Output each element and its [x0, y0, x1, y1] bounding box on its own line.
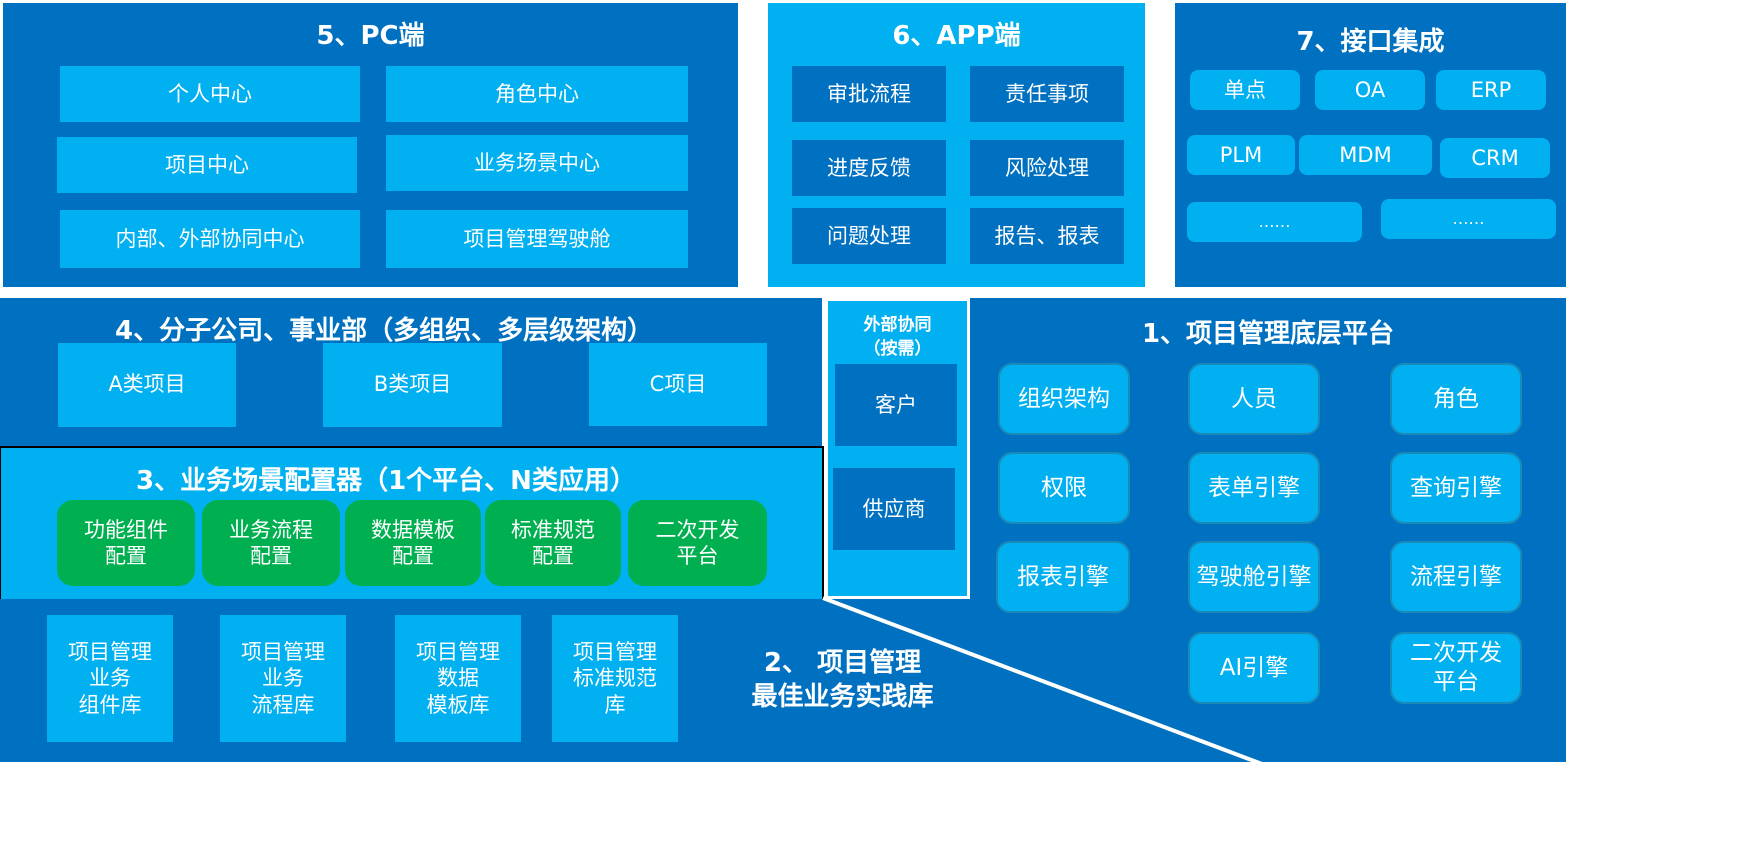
configurator-item[interactable]: 功能组件 配置: [57, 500, 195, 586]
practice-title: 2、 项目管理 最佳业务实践库: [735, 646, 950, 714]
platform-item[interactable]: 角色: [1390, 363, 1522, 435]
configurator-item[interactable]: 业务流程 配置: [202, 500, 340, 586]
pc-item[interactable]: 个人中心: [60, 66, 360, 122]
platform-item[interactable]: 组织架构: [998, 363, 1130, 435]
platform-title: 1、项目管理底层平台: [1141, 319, 1395, 349]
app-item[interactable]: 责任事项: [970, 66, 1124, 122]
integration-item[interactable]: 单点: [1190, 70, 1300, 110]
external-title-line1: 外部协同: [863, 315, 932, 335]
platform-item[interactable]: 驾驶舱引擎: [1188, 541, 1320, 613]
integration-item[interactable]: OA: [1315, 70, 1425, 110]
app-item[interactable]: 风险处理: [970, 140, 1124, 196]
pc-item[interactable]: 角色中心: [386, 66, 688, 122]
configurator-title: 3、业务场景配置器（1个平台、N类应用）: [136, 466, 636, 496]
external-title-line2: （按需）: [863, 339, 932, 359]
app-item[interactable]: 报告、报表: [970, 208, 1124, 264]
platform-item[interactable]: AI引擎: [1188, 632, 1320, 704]
platform-item[interactable]: 人员: [1188, 363, 1320, 435]
pc-item[interactable]: 内部、外部协同中心: [60, 210, 360, 268]
practice-item[interactable]: 项目管理 业务 组件库: [47, 615, 173, 742]
configurator-item[interactable]: 标准规范 配置: [485, 500, 621, 586]
practice-title-line2: 最佳业务实践库: [751, 682, 934, 712]
platform-item[interactable]: 流程引擎: [1390, 541, 1522, 613]
org-item[interactable]: B类项目: [323, 343, 502, 427]
practice-title-line1: 2、 项目管理: [763, 648, 922, 678]
integration-item[interactable]: MDM: [1299, 135, 1432, 175]
integration-item[interactable]: CRM: [1440, 138, 1550, 178]
external-item-supplier[interactable]: 供应商: [833, 468, 955, 550]
pc-title: 5、PC端: [316, 21, 425, 51]
app-title: 6、APP端: [892, 21, 1021, 51]
integration-item[interactable]: ERP: [1436, 70, 1546, 110]
integration-item[interactable]: PLM: [1187, 135, 1295, 175]
external-title: 外部协同 （按需）: [828, 313, 967, 361]
platform-item[interactable]: 表单引擎: [1188, 452, 1320, 524]
platform-item[interactable]: 二次开发 平台: [1390, 632, 1522, 704]
pc-item[interactable]: 项目中心: [57, 137, 357, 193]
external-item-customer[interactable]: 客户: [835, 364, 957, 446]
pc-item[interactable]: 业务场景中心: [386, 135, 688, 191]
pc-item[interactable]: 项目管理驾驶舱: [386, 210, 688, 268]
platform-item[interactable]: 报表引擎: [996, 541, 1130, 613]
app-item[interactable]: 问题处理: [792, 208, 946, 264]
org-item[interactable]: A类项目: [58, 343, 236, 427]
app-item[interactable]: 审批流程: [792, 66, 946, 122]
integration-item[interactable]: ……: [1187, 202, 1362, 242]
platform-item[interactable]: 查询引擎: [1390, 452, 1522, 524]
configurator-item[interactable]: 二次开发 平台: [628, 500, 767, 586]
practice-item[interactable]: 项目管理 数据 模板库: [395, 615, 521, 742]
integration-item[interactable]: ……: [1381, 199, 1556, 239]
integration-title: 7、接口集成: [1296, 27, 1445, 57]
platform-item[interactable]: 权限: [998, 452, 1130, 524]
practice-item[interactable]: 项目管理 业务 流程库: [220, 615, 346, 742]
org-item[interactable]: C项目: [589, 343, 767, 426]
app-item[interactable]: 进度反馈: [792, 140, 946, 196]
practice-item[interactable]: 项目管理 标准规范 库: [552, 615, 678, 742]
configurator-item[interactable]: 数据模板 配置: [345, 500, 481, 586]
org-title: 4、分子公司、事业部（多组织、多层级架构）: [115, 316, 654, 346]
